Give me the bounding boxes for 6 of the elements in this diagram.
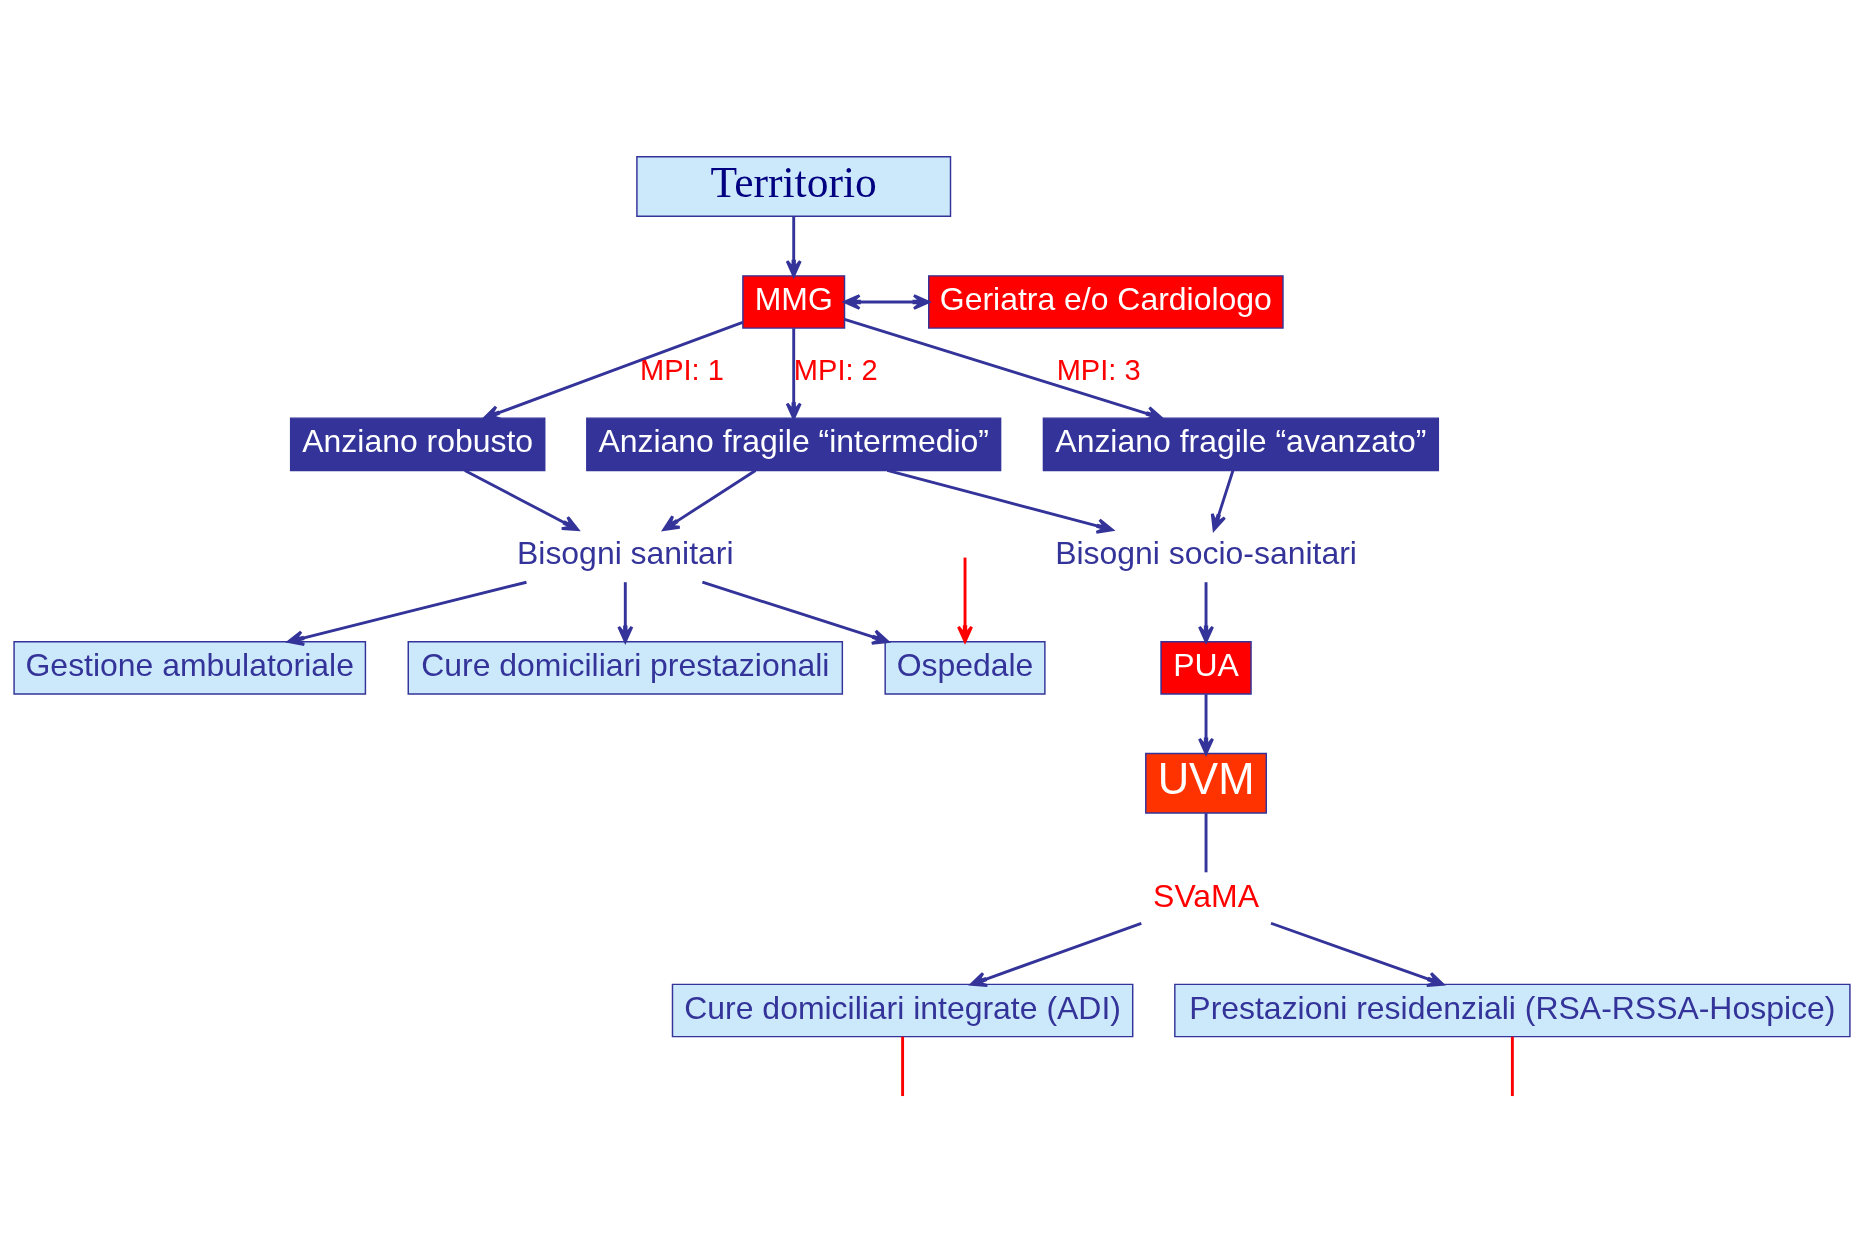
edge-label: MPI: 1 — [639, 353, 724, 386]
node-text: Bisogni sanitari — [517, 534, 734, 571]
edge-label: MPI: 3 — [1056, 353, 1141, 386]
edge-label: MPI: 2 — [793, 353, 878, 386]
node-text: SVaMA — [1153, 877, 1259, 914]
node-text: Bisogni socio-sanitari — [1055, 534, 1357, 571]
